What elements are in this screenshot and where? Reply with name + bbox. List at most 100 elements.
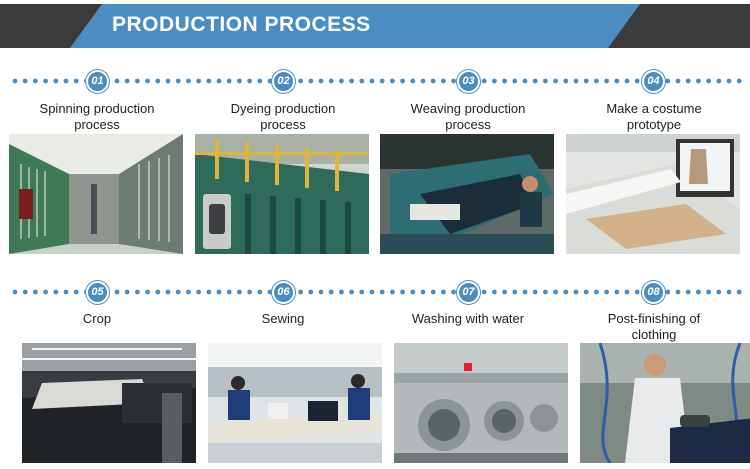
timeline-dot — [165, 289, 171, 295]
timeline-dot — [247, 289, 253, 295]
timeline-dot — [226, 78, 232, 84]
timeline-dot — [135, 78, 140, 84]
timeline-dot — [328, 78, 334, 84]
timeline-dot — [451, 289, 456, 295]
dotted-line-icon — [12, 78, 742, 84]
timeline-dot — [614, 78, 620, 84]
timeline-dot — [563, 289, 569, 295]
timeline-dot — [614, 289, 620, 295]
timeline-dot — [165, 78, 171, 84]
timeline-dot — [553, 78, 558, 84]
timeline-dot — [237, 289, 242, 295]
step-number-badge: 08 — [642, 281, 665, 304]
timeline-dot — [706, 78, 711, 84]
timeline-dot — [481, 289, 487, 295]
timeline-dot — [63, 78, 69, 84]
timeline-dot — [196, 289, 202, 295]
timeline-dot — [114, 78, 120, 84]
step-label-line: Dyeing production — [230, 101, 336, 116]
cutting-table-photo — [22, 343, 196, 463]
weaving-loom-photo — [380, 134, 554, 254]
timeline-dot — [267, 289, 273, 295]
timeline-dot — [216, 289, 222, 295]
timeline-dot — [175, 289, 181, 295]
timeline-dot — [257, 289, 263, 295]
timeline-dot — [349, 78, 354, 84]
timeline-dot — [420, 289, 426, 295]
timeline-dot — [359, 78, 365, 84]
timeline-dot — [33, 78, 38, 84]
timeline-dot — [247, 78, 253, 84]
timeline-dot — [63, 289, 69, 295]
timeline-dot — [43, 78, 48, 84]
ironing-photo — [580, 343, 750, 463]
timeline-dot — [206, 289, 212, 295]
timeline-dot — [298, 78, 303, 84]
timeline-dot — [685, 289, 691, 295]
sewing-workshop-photo — [208, 343, 382, 463]
timeline-dot — [492, 289, 497, 295]
spinning-mill-photo — [9, 134, 183, 254]
timeline-dot — [430, 78, 436, 84]
timeline-dot — [665, 78, 671, 84]
timeline-dot — [441, 78, 446, 84]
timeline-dot — [512, 289, 518, 295]
step-number-badge: 05 — [86, 281, 109, 304]
timeline-dot — [369, 78, 375, 84]
timeline-dot — [339, 289, 344, 295]
step-label-post-finishing: Post-finishing of clothing — [566, 311, 742, 343]
timeline-dot — [379, 78, 385, 84]
timeline-dot — [308, 78, 314, 84]
timeline-dot — [186, 289, 191, 295]
timeline-dot — [512, 78, 518, 84]
step-number-badge: 06 — [272, 281, 295, 304]
step-label-crop: Crop — [9, 311, 185, 327]
timeline-dot — [532, 289, 538, 295]
banner-blue-ribbon — [70, 4, 640, 48]
timeline-dot — [685, 78, 691, 84]
timeline-dot — [298, 289, 303, 295]
step-label-line: process — [74, 117, 120, 132]
timeline-dot — [604, 289, 609, 295]
timeline-dot — [114, 289, 120, 295]
timeline-dot — [583, 78, 589, 84]
timeline-dot — [726, 289, 732, 295]
timeline-dot — [267, 78, 273, 84]
timeline-dot — [196, 78, 202, 84]
timeline-dot — [145, 289, 151, 295]
timeline-dot — [665, 289, 671, 295]
timeline-dot — [12, 78, 18, 84]
step-label-line: process — [260, 117, 306, 132]
timeline-dot — [12, 289, 18, 295]
timeline-dot — [390, 78, 395, 84]
timeline-dot — [532, 78, 538, 84]
timeline-dot — [155, 289, 161, 295]
step-label-prototype: Make a costume prototype — [566, 101, 742, 133]
step-label-line: Sewing — [261, 311, 305, 326]
timeline-dot — [543, 78, 548, 84]
timeline-dot — [318, 289, 324, 295]
step-label-line: Crop — [82, 311, 112, 326]
timeline-dot — [634, 289, 640, 295]
timeline-dot — [328, 289, 334, 295]
step-label-line: process — [445, 117, 491, 132]
step-number-badge: 04 — [642, 70, 665, 93]
step-label-weaving: Weaving production process — [380, 101, 556, 133]
timeline-dot — [502, 78, 507, 84]
step-number-badge: 01 — [86, 70, 109, 93]
timeline-dot — [583, 289, 589, 295]
timeline-dots-row-2 — [12, 289, 742, 295]
timeline-dot — [553, 289, 558, 295]
timeline-dot — [410, 289, 416, 295]
step-number-badge: 03 — [457, 70, 480, 93]
timeline-dot — [573, 289, 579, 295]
timeline-dot — [726, 78, 732, 84]
dyeing-machine-photo — [195, 134, 369, 254]
timeline-dot — [124, 289, 130, 295]
timeline-dot — [573, 78, 579, 84]
step-label-spinning: Spinning production process — [9, 101, 185, 133]
timeline-dot — [522, 78, 528, 84]
timeline-dot — [594, 78, 599, 84]
step-label-line: Spinning production — [39, 101, 155, 116]
timeline-dot — [481, 78, 487, 84]
